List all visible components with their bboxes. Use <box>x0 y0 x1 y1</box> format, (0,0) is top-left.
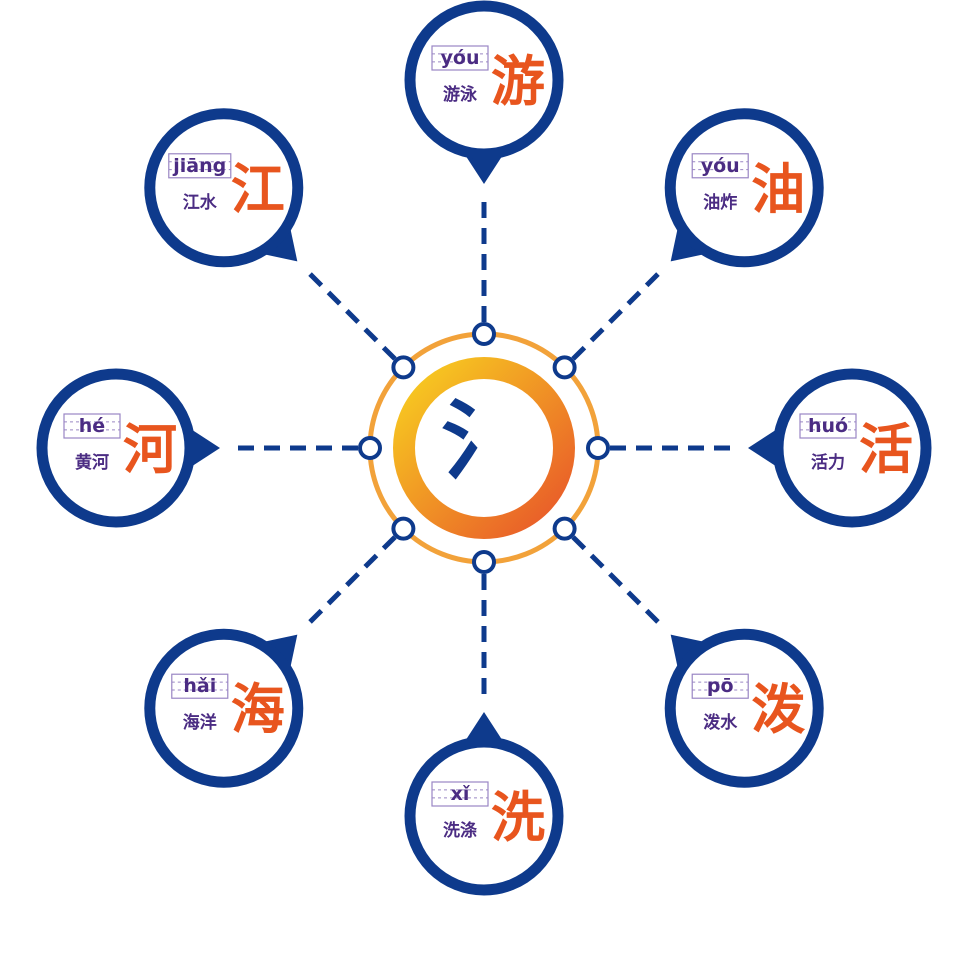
character-bubbles: yóu 游泳游 yóu 油炸油 huó 活力活 pō 泼水泼 xǐ 洗涤洗 hǎi 海洋海 hé 黄河河 j… <box>36 0 932 896</box>
port-hai <box>391 516 416 541</box>
pinyin-po: pō <box>707 675 734 697</box>
bubble-circle-jiang <box>144 108 304 268</box>
pinyin-you-swim: yóu <box>441 47 480 69</box>
pinyin-you-oil: yóu <box>701 155 740 177</box>
radical-character: 氵 <box>441 391 527 491</box>
word-you-swim: 游泳 <box>443 84 478 105</box>
word-huo: 活力 <box>811 452 845 473</box>
pinyin-huo: huó <box>808 415 848 437</box>
connector-jiang <box>304 268 397 361</box>
char-hai: 海 <box>231 678 285 741</box>
word-you-oil: 油炸 <box>703 192 737 213</box>
bubble-huo: huó 活力活 <box>748 368 932 528</box>
pinyin-box-hai <box>171 673 229 699</box>
pinyin-box-po <box>691 673 749 699</box>
port-po <box>552 516 577 541</box>
pinyin-box-xi <box>431 781 489 807</box>
word-po: 泼水 <box>703 712 738 733</box>
pinyin-box-jiang <box>168 153 232 179</box>
bubble-circle-he <box>36 368 196 528</box>
connector-po <box>571 535 664 628</box>
gradient-ring <box>393 357 575 539</box>
connector-you-oil <box>571 268 664 361</box>
bubble-hai: hǎi 海洋海 <box>144 628 304 788</box>
bubble-circle-xi <box>404 736 564 896</box>
char-xi: 洗 <box>491 786 545 849</box>
pinyin-hai: hǎi <box>183 675 216 697</box>
port-jiang <box>391 355 416 380</box>
port-he <box>358 436 382 460</box>
bubble-po: pō 泼水泼 <box>664 628 824 788</box>
bubble-he: hé 黄河河 <box>36 368 220 528</box>
char-you-oil: 油 <box>751 158 805 221</box>
char-you-swim: 游 <box>491 50 545 113</box>
word-jiang: 江水 <box>183 192 218 213</box>
port-you-swim <box>472 322 496 346</box>
pinyin-box-huo <box>799 413 857 439</box>
connector-hai <box>304 535 397 628</box>
bubble-circle-you-swim <box>404 0 564 160</box>
pinyin-he: hé <box>79 415 105 437</box>
word-he: 黄河 <box>75 452 109 473</box>
bubble-circle-po <box>664 628 824 788</box>
port-xi <box>472 550 496 574</box>
bubble-circle-huo <box>772 368 932 528</box>
bubble-circle-you-oil <box>664 108 824 268</box>
char-po: 泼 <box>751 678 805 741</box>
char-jiang: 江 <box>231 158 285 221</box>
connector-lines <box>232 196 736 700</box>
port-huo <box>586 436 610 460</box>
char-he: 河 <box>123 418 177 481</box>
bubble-you-oil: yóu 油炸油 <box>664 108 824 268</box>
hub-ports <box>358 322 610 574</box>
bubble-you-swim: yóu 游泳游 <box>404 0 564 184</box>
bubble-xi: xǐ 洗涤洗 <box>404 712 564 896</box>
bubble-jiang: jiāng 江水江 <box>144 108 304 268</box>
word-xi: 洗涤 <box>443 820 477 841</box>
word-hai: 海洋 <box>183 712 217 733</box>
port-you-oil <box>552 355 577 380</box>
char-huo: 活 <box>859 418 913 481</box>
pinyin-box-you-swim <box>431 45 489 71</box>
pinyin-box-he <box>63 413 121 439</box>
bubble-circle-hai <box>144 628 304 788</box>
pinyin-xi: xǐ <box>451 783 471 805</box>
pinyin-box-you-oil <box>691 153 749 179</box>
pinyin-jiang: jiāng <box>172 155 226 177</box>
